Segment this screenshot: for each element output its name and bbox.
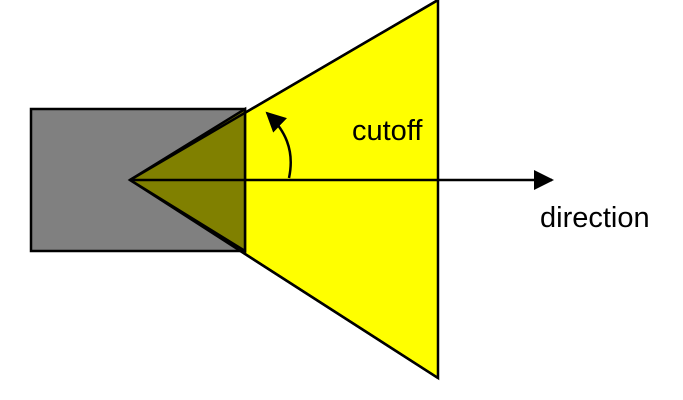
- cutoff-angle-arc: [265, 111, 292, 179]
- cone-lower-edge: [129, 178, 439, 380]
- cutoff-label: cutoff: [352, 115, 423, 147]
- cone-upper-edge: [129, 0, 439, 182]
- direction-label: direction: [540, 202, 650, 234]
